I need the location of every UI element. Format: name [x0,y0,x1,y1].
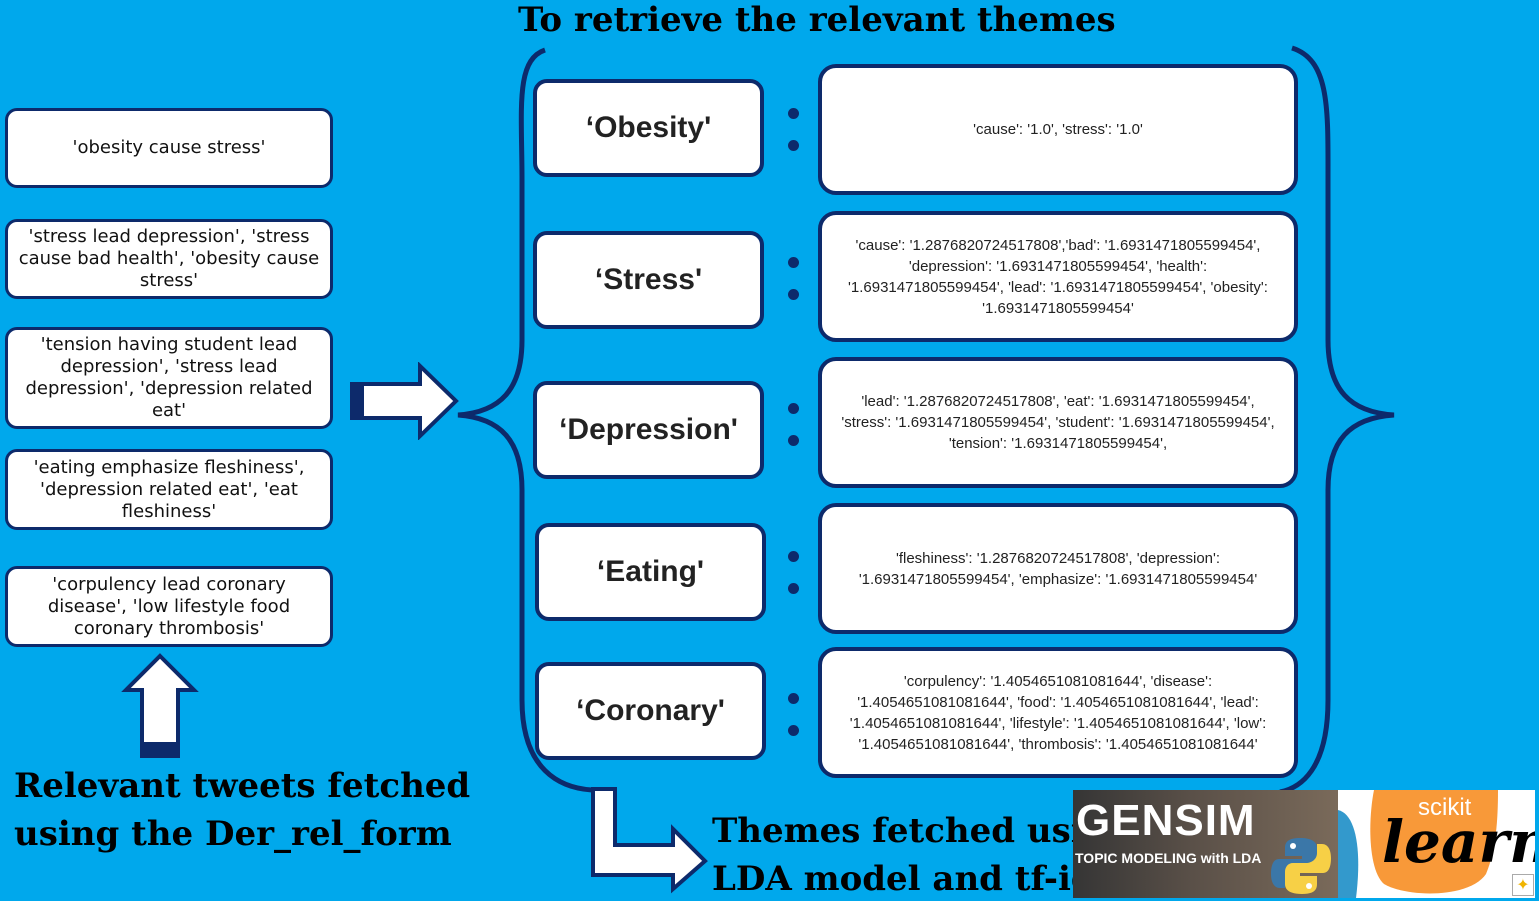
theme-label-obesity: ‘Obesity' [585,111,712,144]
gensim-logo-title: GENSIM [1076,796,1256,845]
left-caption-line1: Relevant tweets fetched [14,766,471,806]
theme-box-coronary: ‘Coronary' [535,662,766,760]
colon-dot [788,257,799,268]
right-arrow-icon [350,362,459,440]
scikit-learn-logo-small: scikit [1418,794,1472,821]
colon-dot [788,435,799,446]
colon-dot [788,140,799,151]
colon-dot [788,583,799,594]
terms-box-eating: 'fleshiness': '1.2876820724517808', 'dep… [818,503,1298,634]
theme-label-stress: ‘Stress' [594,263,703,296]
star-badge-icon[interactable]: ✦ [1512,874,1534,896]
terms-text-obesity: 'cause': '1.0', 'stress': '1.0' [973,121,1143,138]
tweet-box-2: 'stress lead depression', 'stress cause … [5,219,333,299]
up-arrow-icon [121,653,199,758]
terms-text-eating: 'fleshiness': '1.2876820724517808', 'dep… [858,549,1258,588]
tweet-box-5: 'corpulency lead coronary disease', 'low… [5,566,333,647]
terms-box-obesity: 'cause': '1.0', 'stress': '1.0' [818,64,1298,195]
tweet-box-3: 'tension having student lead depression'… [5,327,333,429]
tweet-box-4: 'eating emphasize fleshiness', 'depressi… [5,449,333,530]
colon-dot [788,403,799,414]
terms-box-coronary: 'corpulency': '1.4054651081081644', 'dis… [818,647,1298,778]
tweet-text-3: 'tension having student lead depression'… [25,334,313,421]
gensim-logo-subtitle: TOPIC MODELING with LDA [1075,850,1262,866]
terms-box-stress: 'cause': '1.2876820724517808','bad': '1.… [818,211,1298,342]
bottom-caption-line2: LDA model and tf-idf [712,859,1110,899]
bend-arrow-icon [591,787,708,894]
scikit-learn-shapes [1338,790,1498,898]
terms-text-depression: 'lead': '1.2876820724517808', 'eat': '1.… [841,393,1275,452]
colon-dot [788,725,799,736]
colon-dot [788,551,799,562]
tweet-text-5: 'corpulency lead coronary disease', 'low… [47,573,291,639]
tweet-text-2: 'stress lead depression', 'stress cause … [18,226,320,291]
scikit-learn-logo: scikit learn [1338,790,1535,898]
left-caption-line2: using the Der_rel_form [14,814,452,854]
tweet-box-1: 'obesity cause stress' [5,108,333,188]
theme-box-stress: ‘Stress' [533,231,764,329]
colon-dot [788,108,799,119]
theme-label-depression: ‘Depression' [559,413,738,446]
terms-text-coronary: 'corpulency': '1.4054651081081644', 'dis… [849,672,1267,753]
theme-label-eating: ‘Eating' [596,555,705,588]
gensim-logo: GENSIM TOPIC MODELING with LDA [1073,790,1338,898]
tweet-text-1: 'obesity cause stress' [72,137,266,158]
scikit-learn-logo-large: learn [1382,808,1535,876]
terms-box-depression: 'lead': '1.2876820724517808', 'eat': '1.… [818,357,1298,488]
tweet-text-4: 'eating emphasize fleshiness', 'depressi… [33,456,305,522]
colon-dot [788,693,799,704]
terms-text-stress: 'cause': '1.2876820724517808','bad': '1.… [848,236,1268,317]
theme-label-coronary: ‘Coronary' [576,694,725,727]
bottom-caption-line1: Themes fetched using [712,811,1133,851]
theme-box-eating: ‘Eating' [535,523,766,621]
diagram-title: To retrieve the relevant themes [518,0,1116,40]
colon-dot [788,289,799,300]
theme-box-obesity: ‘Obesity' [533,79,764,177]
python-icon [1271,838,1331,894]
theme-box-depression: ‘Depression' [533,381,764,479]
